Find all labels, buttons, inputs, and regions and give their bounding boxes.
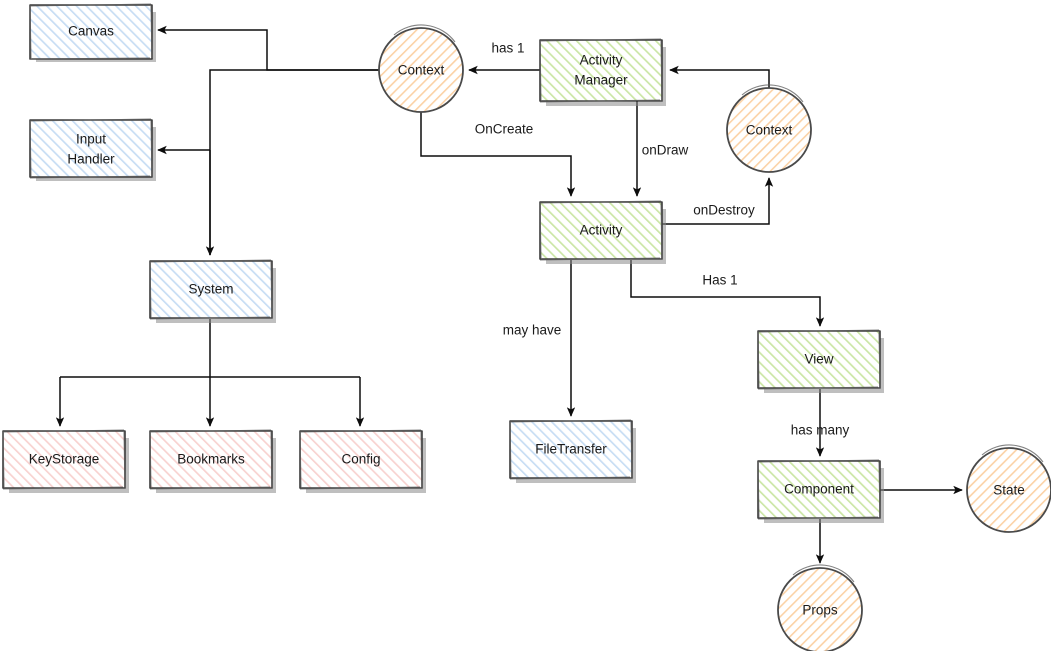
node-view[interactable]: View [757,329,884,393]
edge-label-oncreate: OnCreate [475,122,534,137]
node-config[interactable]: Config [299,429,426,493]
edge-activity-to-view-has1 [630,260,825,327]
node-activity[interactable]: Activity [539,200,666,264]
node-component[interactable]: Component [757,459,884,523]
edge-context-right-to-activity-manager [669,65,770,88]
node-state[interactable]: State [966,444,1051,533]
node-context-right[interactable]: Context [726,84,812,173]
edge-activity-to-context-right-ondestroy [662,177,774,225]
node-context-left[interactable]: Context [378,24,464,113]
edge-label-has-1-top: has 1 [491,41,524,56]
connectors-layer [55,25,963,564]
node-filetransfer[interactable]: FileTransfer [509,419,636,483]
edge-context-to-trunk [209,69,379,255]
edge-label-has-1-view: Has 1 [702,273,737,288]
edge-context-to-canvas [157,25,379,71]
edge-context-to-activity-oncreate [420,112,576,197]
edge-system-bus [60,319,360,378]
node-activity-manager[interactable]: Activity Manager [539,38,666,106]
node-keystorage[interactable]: KeyStorage [2,429,129,493]
edge-label-ondestroy: onDestroy [693,203,755,218]
edge-label-may-have: may have [503,323,562,338]
node-input-handler[interactable]: Input Handler [29,118,156,181]
node-canvas[interactable]: Canvas [29,3,156,62]
node-props[interactable]: Props [777,564,863,651]
node-system[interactable]: System [149,259,276,323]
edge-label-ondraw: onDraw [642,143,689,158]
node-bookmarks[interactable]: Bookmarks [149,429,276,493]
